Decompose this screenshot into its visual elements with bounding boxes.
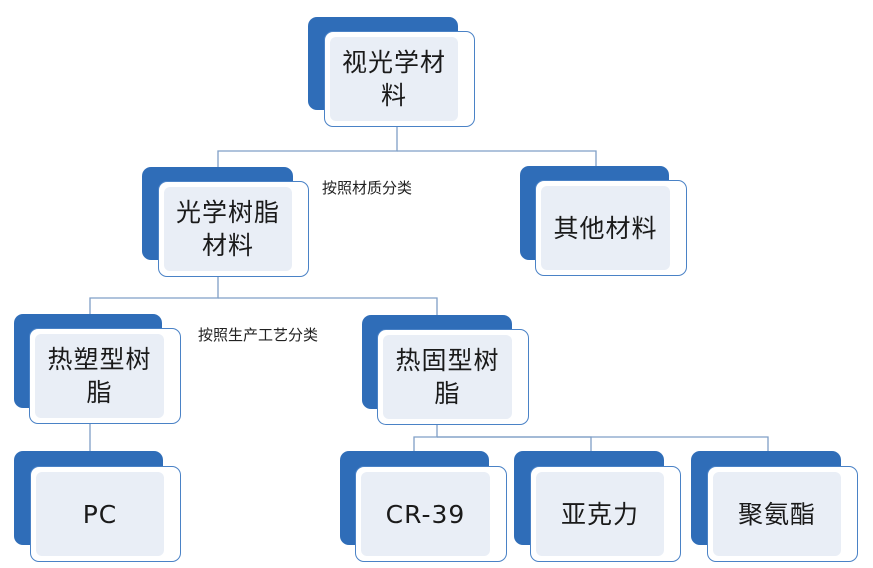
node-label: 热固型树脂 [383, 335, 512, 419]
node-label: 聚氨酯 [713, 472, 841, 556]
node-label: 光学树脂材料 [164, 187, 292, 271]
annotation-by-process: 按照生产工艺分类 [198, 326, 319, 344]
annotation-by-material: 按照材质分类 [322, 179, 413, 197]
node-label: 其他材料 [541, 186, 670, 270]
node-label: 亚克力 [536, 472, 664, 556]
node-label: CR-39 [361, 472, 490, 556]
node-label: PC [36, 472, 164, 556]
node-label: 视光学材料 [330, 37, 458, 121]
node-label: 热塑型树脂 [35, 334, 164, 418]
